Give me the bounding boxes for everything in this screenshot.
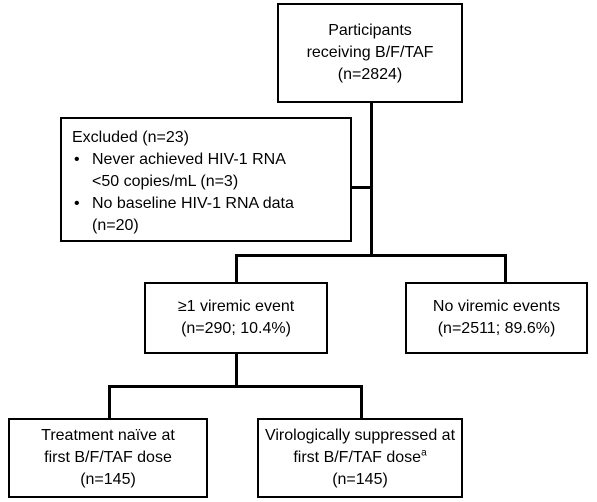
viremic-label: ≥1 viremic event [177,298,295,315]
connector-split-horizontal [235,254,507,257]
naive-line2: first B/F/TAF dose [44,449,172,466]
connector-excluded-branch [350,186,372,189]
participants-count: (n=2824) [337,66,403,83]
naive-line1: Treatment naïve at [41,427,175,444]
connector-to-no-viremic [504,254,507,284]
box-excluded: Excluded (n=23) • Never achieved HIV-1 R… [60,117,352,242]
excluded-item-line1: Never achieved HIV-1 RNA [92,151,286,168]
excluded-item-no-baseline: • No baseline HIV-1 RNA data (n=20) [72,193,340,237]
participants-line2: receiving B/F/TAF [306,44,434,61]
box-virologically-suppressed: Virologically suppressed at first B/F/TA… [257,418,463,498]
excluded-list: • Never achieved HIV-1 RNA <50 copies/mL… [72,149,340,237]
box-viremic-event: ≥1 viremic event (n=290; 10.4%) [144,282,328,354]
suppressed-line2: first B/F/TAF dose [293,449,422,466]
connector-to-naive [108,385,111,420]
suppressed-line2-wrap: first B/F/TAF dosea [293,447,426,469]
bullet-marker: • [74,195,80,212]
excluded-title: Excluded (n=23) [72,129,189,146]
connector-to-suppressed [360,385,363,420]
excluded-item-line1: No baseline HIV-1 RNA data [92,195,294,212]
connector-bottom-split [108,385,363,388]
excluded-item-never-achieved: • Never achieved HIV-1 RNA <50 copies/mL… [72,149,340,193]
connector-top-trunk [370,101,373,256]
box-participants: Participants receiving B/F/TAF (n=2824) [277,3,463,103]
no-viremic-label: No viremic events [432,298,561,315]
box-no-viremic: No viremic events (n=2511; 89.6%) [405,282,588,354]
participants-line1: Participants [328,22,412,39]
suppressed-count: (n=145) [332,471,388,488]
connector-viremic-down [235,352,238,387]
connector-to-viremic [235,254,238,284]
suppressed-line1: Virologically suppressed at [264,427,456,444]
naive-count: (n=145) [80,471,136,488]
footnote-marker: a [421,447,427,459]
box-treatment-naive: Treatment naïve at first B/F/TAF dose (n… [8,418,208,498]
bullet-marker: • [74,151,80,168]
excluded-item-line2: <50 copies/mL (n=3) [92,173,239,190]
no-viremic-count: (n=2511; 89.6%) [437,320,556,337]
excluded-item-line2: (n=20) [92,217,139,234]
viremic-count: (n=290; 10.4%) [181,320,291,337]
